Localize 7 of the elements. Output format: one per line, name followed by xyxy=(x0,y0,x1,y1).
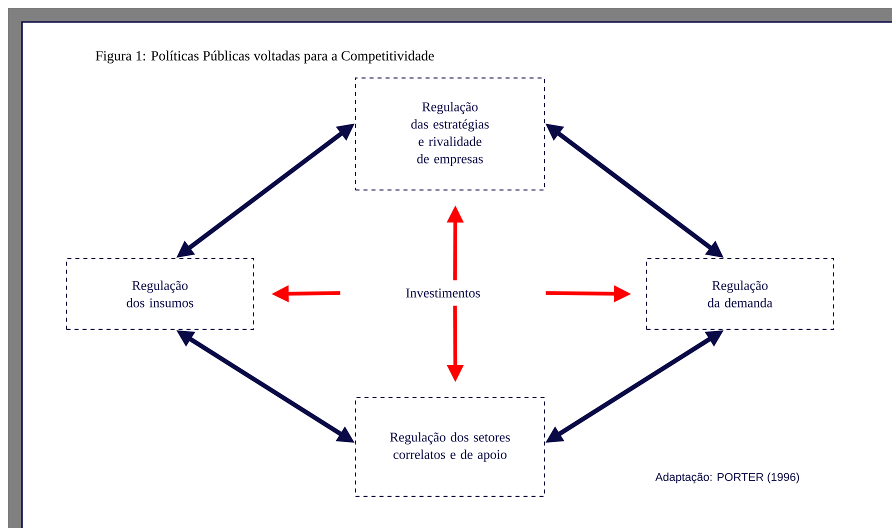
dashed-box: Regulação das estratégias e rivalidade de empresas xyxy=(354,77,546,191)
node-text: Investimentos xyxy=(406,288,480,298)
figure-title: Figura 1: Políticas Públicas voltadas para a Competitividade xyxy=(96,50,434,64)
dashed-box: Regulação dos insumos xyxy=(66,258,254,330)
dashed-box: Regulação dos setores correlatos e de apoio xyxy=(354,397,546,497)
source-note: Adaptação: PORTER (1996) xyxy=(655,472,800,484)
dashed-box: Regulação da demanda xyxy=(646,258,834,330)
